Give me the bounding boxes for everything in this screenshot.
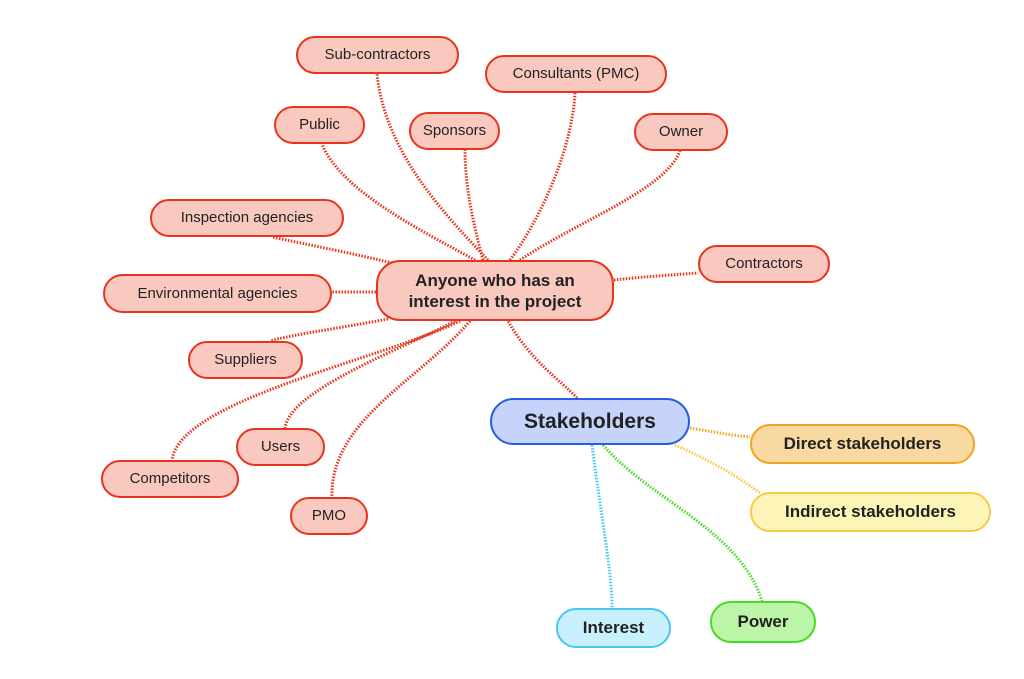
node-suppliers[interactable]: Suppliers (188, 341, 303, 379)
node-direct-stakeholders[interactable]: Direct stakeholders (750, 424, 975, 464)
node-label: Sponsors (422, 122, 487, 139)
node-users[interactable]: Users (236, 428, 325, 466)
node-anyone-with-interest[interactable]: Anyone who has an interest in the projec… (376, 260, 614, 321)
node-label: PMO (311, 507, 347, 524)
connector-stakeholders-central (506, 320, 579, 400)
node-label: Indirect stakeholders (784, 502, 956, 521)
node-sub-contractors[interactable]: Sub-contractors (296, 36, 459, 74)
connector-stakeholders-interest (590, 444, 614, 609)
node-label: Owner (658, 123, 704, 140)
connector-central-pmo (330, 320, 472, 498)
node-label: Consultants (PMC) (512, 65, 640, 82)
node-interest[interactable]: Interest (556, 608, 671, 648)
node-label: Power (737, 612, 789, 631)
central-label-line-2: interest in the project (408, 291, 582, 311)
central-label: Anyone who has an interest in the projec… (409, 270, 582, 312)
central-label-line-1: Anyone who has an (415, 270, 575, 290)
connector-stakeholders-power (601, 444, 764, 602)
connector-central-subcontractors (375, 73, 490, 262)
node-label: Suppliers (214, 351, 277, 368)
node-inspection-agencies[interactable]: Inspection agencies (150, 199, 344, 237)
node-consultants-pmc[interactable]: Consultants (PMC) (485, 55, 667, 93)
connector-central-users (283, 319, 456, 429)
connector-central-owner (519, 150, 682, 262)
node-public[interactable]: Public (274, 106, 365, 144)
connector-stakeholders-direct (689, 426, 751, 439)
connector-central-contractors (613, 271, 699, 282)
connector-central-public (320, 143, 476, 262)
node-contractors[interactable]: Contractors (698, 245, 830, 283)
node-owner[interactable]: Owner (634, 113, 728, 151)
node-power[interactable]: Power (710, 601, 816, 643)
node-label: Competitors (129, 470, 211, 487)
node-label: Contractors (725, 255, 803, 272)
node-label: Inspection agencies (180, 209, 314, 226)
connector-central-suppliers (269, 317, 389, 343)
node-label: Direct stakeholders (783, 434, 942, 453)
node-label: Interest (582, 618, 645, 637)
connector-central-inspection (271, 235, 393, 265)
connector-central-consultants (508, 92, 577, 261)
node-pmo[interactable]: PMO (290, 497, 368, 535)
node-label: Sub-contractors (324, 46, 431, 63)
node-stakeholders[interactable]: Stakeholders (490, 398, 690, 445)
node-label: Public (299, 116, 340, 133)
connector-central-competitors (170, 319, 461, 461)
connector-central-sponsors (463, 149, 485, 261)
connector-stakeholders-indirect (674, 443, 761, 495)
node-label: Environmental agencies (137, 284, 298, 302)
node-sponsors[interactable]: Sponsors (409, 112, 500, 150)
node-environmental-agencies[interactable]: Environmental agencies (103, 274, 332, 313)
node-label: Stakeholders (524, 409, 656, 433)
node-label: Users (260, 438, 301, 455)
node-indirect-stakeholders[interactable]: Indirect stakeholders (750, 492, 991, 532)
node-competitors[interactable]: Competitors (101, 460, 239, 498)
